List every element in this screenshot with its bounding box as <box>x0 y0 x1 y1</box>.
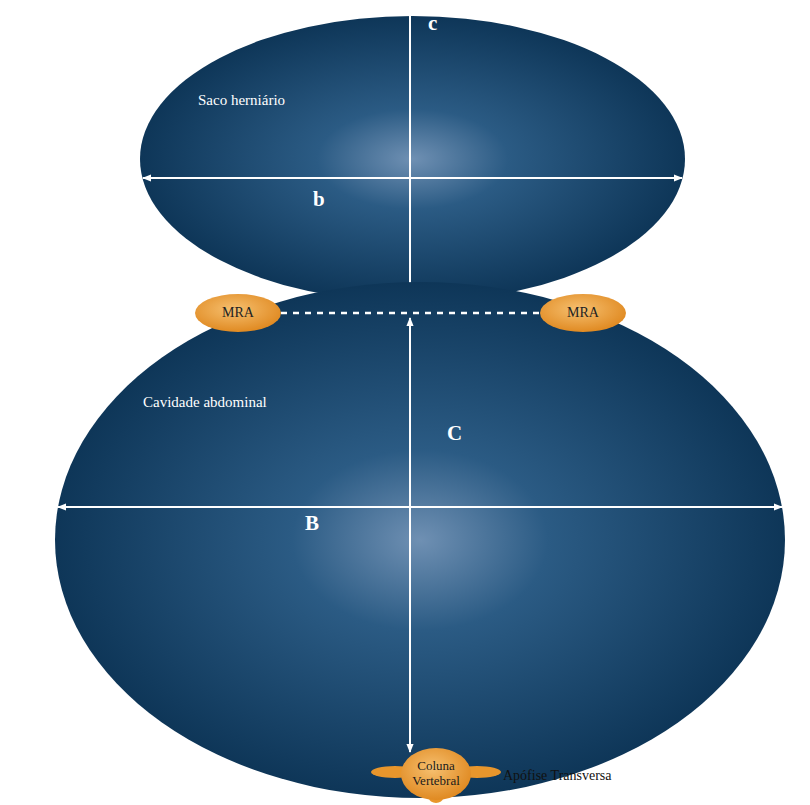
vertebral-column: Coluna Vertebral <box>401 748 471 800</box>
abdominal-cavity-outline <box>55 282 785 798</box>
hernia-sac-shape <box>140 16 685 302</box>
rectus-muscle: MRA <box>540 294 626 332</box>
hernia-sac: Saco herniário <box>140 16 685 302</box>
rectus-muscle-outline <box>540 294 626 332</box>
node-label: Coluna Vertebral <box>401 748 471 800</box>
rectus-muscle-outline <box>195 294 281 332</box>
abdominal-cavity: Cavidade abdominal <box>55 282 785 798</box>
node-label: MRA <box>195 294 281 332</box>
dimension-letter: B <box>305 512 319 535</box>
hernia-sac-outline <box>140 16 685 302</box>
node-label: MRA <box>540 294 626 332</box>
dimension-arrow <box>58 506 782 508</box>
dimension-letter: C <box>447 422 462 445</box>
dimension-arrow <box>143 177 682 179</box>
abdominal-cavity-shape <box>55 282 785 798</box>
rectus-muscle: MRA <box>195 294 281 332</box>
part-label: Apófise Transversa <box>503 768 612 783</box>
node-label: Cavidade abdominal <box>143 394 267 411</box>
dimension-letter: b <box>313 188 325 211</box>
vertebral-column-outline <box>401 748 471 800</box>
node-label: Saco herniário <box>198 92 285 109</box>
dimension-arrow <box>409 318 411 752</box>
dimension-arrow <box>409 8 411 305</box>
dimension-letter: c <box>428 12 437 35</box>
